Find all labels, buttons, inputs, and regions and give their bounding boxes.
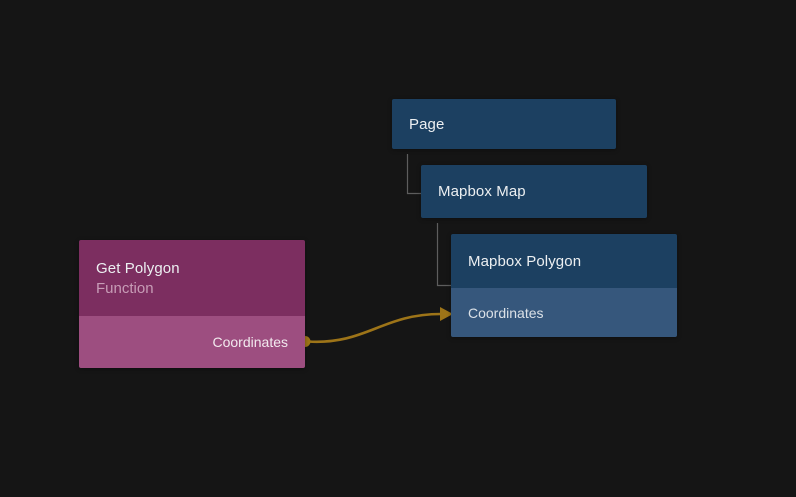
node-mapbox-polygon[interactable]: Mapbox Polygon Coordinates (451, 234, 677, 337)
node-mapbox-map-header: Mapbox Map (421, 165, 647, 218)
tree-connector-page-to-mapbox-map (406, 154, 421, 195)
port-coordinates-input[interactable]: Coordinates (451, 288, 677, 337)
port-label: Coordinates (212, 334, 289, 350)
node-title: Mapbox Map (438, 183, 526, 200)
port-coordinates-output[interactable]: Coordinates (79, 316, 305, 368)
node-page-header: Page (392, 99, 616, 149)
node-mapbox-polygon-header: Mapbox Polygon (451, 234, 677, 288)
node-get-polygon[interactable]: Get Polygon Function Coordinates (79, 240, 305, 368)
node-title: Mapbox Polygon (468, 252, 582, 270)
connection-curve[interactable] (307, 312, 442, 344)
node-get-polygon-header: Get Polygon Function (79, 240, 305, 316)
node-title: Page (409, 115, 445, 133)
port-label: Coordinates (468, 304, 544, 321)
node-title: Get Polygon (96, 259, 180, 277)
node-mapbox-map[interactable]: Mapbox Map (421, 165, 647, 218)
node-page[interactable]: Page (392, 99, 616, 149)
tree-connector-mapbox-map-to-mapbox-polygon (436, 223, 451, 287)
node-subtitle: Function (96, 279, 154, 297)
